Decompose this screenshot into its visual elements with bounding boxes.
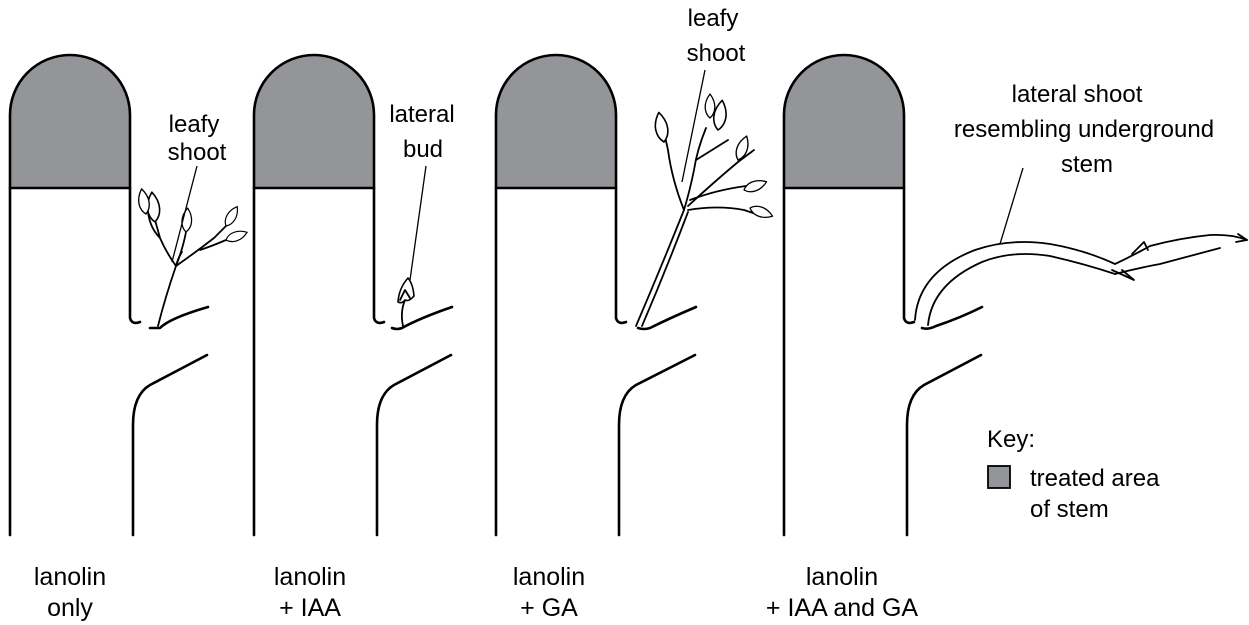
- caption-line-1: lanolin: [34, 563, 106, 591]
- key: Key: treated area of stem: [987, 426, 1160, 523]
- key-title: Key:: [987, 426, 1035, 453]
- label-line-3: stem: [1061, 151, 1113, 178]
- stem-outline: [496, 188, 696, 535]
- key-swatch: [988, 466, 1010, 488]
- label-line-1: lateral shoot: [1012, 81, 1143, 108]
- leafy-shoot: [137, 188, 249, 326]
- caption-line-2: + IAA and GA: [766, 594, 919, 622]
- stem-outline: [784, 188, 982, 535]
- panel-lanolin-ga: leafy shoot lanolin + GA: [496, 5, 774, 622]
- panel-lanolin-iaa-ga: lateral shoot resembling underground ste…: [766, 55, 1247, 622]
- key-item-line-2: of stem: [1030, 496, 1109, 523]
- caption-line-1: lanolin: [513, 563, 585, 591]
- treated-area-cap: [254, 55, 374, 188]
- stem-outline: [254, 188, 452, 535]
- label-line-1: leafy: [169, 111, 220, 138]
- lateral-bud: [398, 278, 414, 326]
- lateral-shoot-underground-like: [915, 234, 1247, 325]
- key-item-line-1: treated area: [1030, 465, 1160, 492]
- caption-line-2: only: [47, 594, 93, 622]
- leafy-shoot: [636, 94, 774, 326]
- label-line-2: shoot: [168, 139, 227, 166]
- treated-area-cap: [10, 55, 130, 188]
- label-line-1: leafy: [688, 5, 739, 32]
- label-line-2: bud: [403, 136, 443, 163]
- treated-area-cap: [784, 55, 904, 188]
- caption-line-1: lanolin: [806, 563, 878, 591]
- panel-lanolin-iaa: lateral bud lanolin + IAA: [254, 55, 455, 622]
- label-line-2: resembling underground: [954, 116, 1214, 143]
- caption-line-2: + IAA: [279, 594, 341, 622]
- treated-area-cap: [496, 55, 616, 188]
- label-line-1: lateral: [389, 101, 454, 128]
- caption-line-1: lanolin: [274, 563, 346, 591]
- panel-lanolin-only: leafy shoot lanolin only: [10, 55, 249, 622]
- label-line-2: shoot: [687, 40, 746, 67]
- caption-line-2: + GA: [520, 594, 578, 622]
